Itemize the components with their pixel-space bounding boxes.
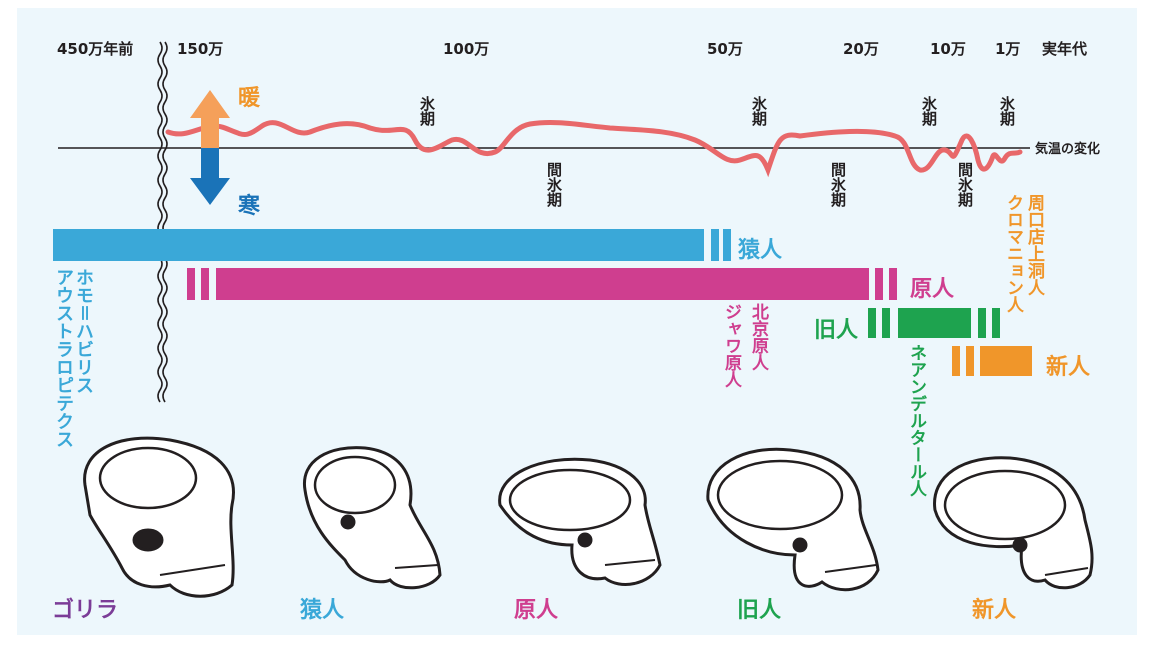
glacial-label: 氷期 bbox=[418, 96, 436, 126]
genjin-bar bbox=[216, 268, 869, 300]
cromagnon-label: クロマニョン人 bbox=[1003, 194, 1023, 313]
zhoukoudian-label: 周口店上洞人 bbox=[1024, 194, 1044, 296]
cold-arrow-icon bbox=[190, 148, 230, 205]
tick-1m: 100万 bbox=[443, 40, 490, 58]
warm-label: 暖 bbox=[238, 86, 261, 111]
gorilla-caption: ゴリラ bbox=[52, 598, 119, 623]
homo-habilis-label: ホモ＝ハビリス bbox=[73, 268, 94, 394]
interglacial-label: 間氷期 bbox=[545, 162, 563, 207]
enjin-skull-icon bbox=[303, 446, 442, 590]
australopithecus-label: アウストラロピテクス bbox=[53, 268, 74, 448]
shinjin-label: 新人 bbox=[1046, 355, 1091, 380]
neanderthal-label: ネアンデルタール人 bbox=[906, 344, 926, 497]
shinjin-bar bbox=[980, 346, 1032, 376]
tick-500k: 50万 bbox=[707, 40, 743, 58]
genjin-bar-dash bbox=[889, 268, 897, 300]
tick-100k: 10万 bbox=[930, 40, 966, 58]
temperature-curve bbox=[165, 120, 1023, 178]
enjin-label: 猿人 bbox=[738, 238, 783, 263]
glacial-label: 氷期 bbox=[750, 96, 768, 126]
kyujin-skull-icon bbox=[706, 447, 880, 592]
glacial-label: 氷期 bbox=[998, 96, 1016, 126]
genjin-label: 原人 bbox=[910, 277, 955, 302]
glacial-label: 氷期 bbox=[920, 96, 938, 126]
kyujin-bar-dash bbox=[868, 308, 876, 338]
genjin-bar-dash bbox=[875, 268, 883, 300]
enjin-bar bbox=[53, 229, 704, 261]
warm-arrow-icon bbox=[190, 90, 230, 148]
tick-4.5m: 450万年前 bbox=[57, 40, 134, 58]
shinjin-bar-dash bbox=[966, 346, 974, 376]
tick-10k: 1万 bbox=[995, 40, 1021, 58]
gorilla-skull-icon bbox=[83, 436, 235, 598]
cold-label: 寒 bbox=[238, 194, 261, 219]
genjin-caption: 原人 bbox=[514, 598, 559, 623]
genjin-bar-dash bbox=[201, 268, 209, 300]
java-man-label: ジャワ原人 bbox=[721, 303, 741, 388]
kyujin-bar bbox=[898, 308, 971, 338]
shinjin-skull-icon bbox=[933, 456, 1094, 590]
temperature-curve-label: 気温の変化 bbox=[1035, 142, 1101, 157]
genjin-bar-dash bbox=[187, 268, 195, 300]
time-break-line bbox=[157, 41, 163, 403]
tick-1.5m: 150万 bbox=[177, 40, 224, 58]
kyujin-bar-dash bbox=[978, 308, 986, 338]
tick-real-age: 実年代 bbox=[1042, 40, 1088, 58]
kyujin-bar-dash bbox=[992, 308, 1000, 338]
kyujin-caption: 旧人 bbox=[737, 598, 782, 623]
kyujin-bar-dash bbox=[882, 308, 890, 338]
shinjin-caption: 新人 bbox=[972, 598, 1017, 623]
genjin-skull-icon bbox=[498, 457, 662, 586]
shinjin-bar-dash bbox=[952, 346, 960, 376]
kyujin-label: 旧人 bbox=[814, 318, 859, 343]
enjin-bar-dash bbox=[711, 229, 719, 261]
interglacial-label: 間氷期 bbox=[829, 162, 847, 207]
peking-man-label: 北京原人 bbox=[748, 303, 768, 371]
enjin-caption: 猿人 bbox=[300, 598, 345, 623]
enjin-bar-dash bbox=[723, 229, 731, 261]
tick-200k: 20万 bbox=[843, 40, 879, 58]
interglacial-label: 間氷期 bbox=[956, 162, 974, 207]
